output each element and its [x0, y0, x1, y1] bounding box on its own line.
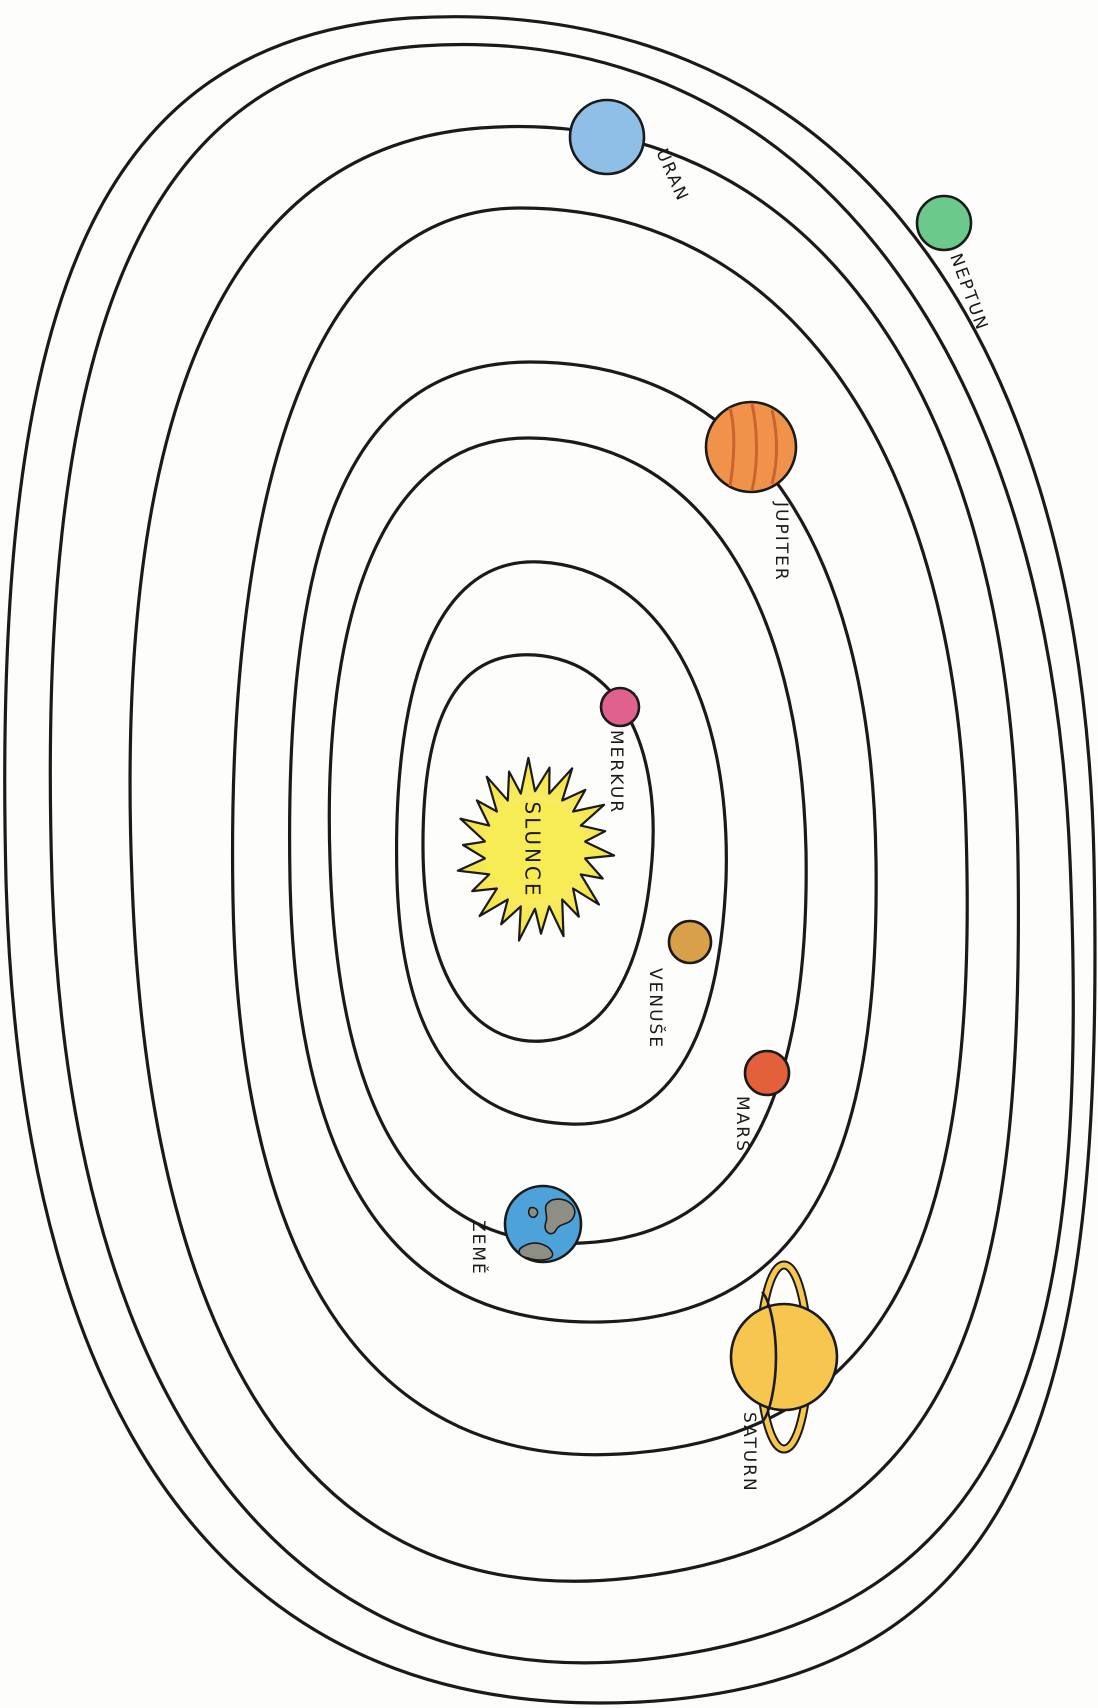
planet-merkur-body [601, 688, 639, 726]
planet-uran: URAN [570, 100, 692, 205]
planet-jupiter-label: JUPITER [771, 501, 791, 582]
planet-mars: MARS [732, 1051, 789, 1153]
planet-neptun: NEPTUN [917, 196, 992, 334]
sun-label: SLUNCE [521, 801, 545, 898]
planet-venuse-label: VENUŠE [645, 968, 667, 1049]
planet-merkur: MERKUR [601, 688, 639, 814]
planet-saturn-body [731, 1304, 837, 1410]
planet-venuse: VENUŠE [645, 921, 711, 1049]
planet-mars-label: MARS [732, 1096, 752, 1153]
planet-uran-label: URAN [651, 146, 692, 205]
planet-neptun-body [917, 196, 971, 250]
planet-mars-body [745, 1051, 789, 1095]
planet-saturn: SATURN [731, 1265, 837, 1493]
planet-jupiter-body [706, 402, 796, 492]
planet-saturn-label: SATURN [739, 1412, 759, 1493]
planet-merkur-label: MERKUR [606, 730, 626, 814]
planet-zeme-label: ZEMĚ [468, 1220, 490, 1276]
planet-venuse-body [669, 921, 711, 963]
sun: SLUNCE [458, 758, 614, 941]
planet-zeme: ZEMĚ [468, 1186, 581, 1276]
planet-uran-body [570, 100, 644, 174]
